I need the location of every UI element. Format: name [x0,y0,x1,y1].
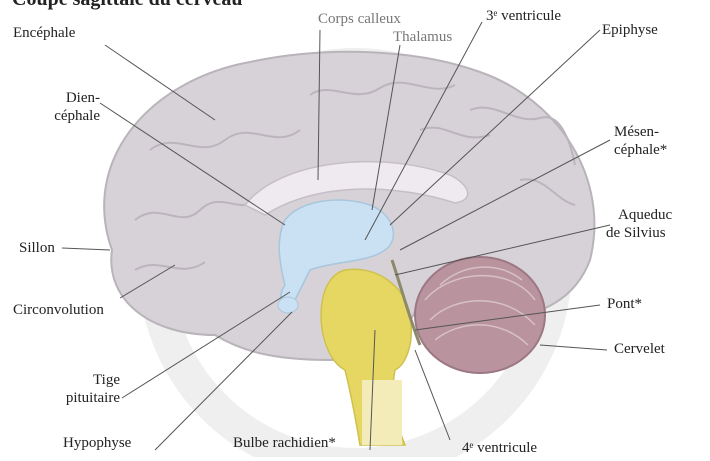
spinal-cord [362,380,402,445]
label-diencephale-2: céphale [40,108,100,125]
label-bulbe-rachidien: Bulbe rachidien* [233,435,336,452]
label-hypophyse: Hypophyse [63,435,131,452]
label-thalamus: Thalamus [393,29,452,46]
label-mesencephale-1: Mésen- [614,124,659,141]
label-pont: Pont* [607,296,642,313]
label-aqueduc-1: Aqueduc [618,207,672,224]
label-3e-ventricule: 3ᵉ ventricule [486,8,561,25]
label-aqueduc-2: de Silvius [606,225,666,242]
label-circonvolution: Circonvolution [13,302,104,319]
label-epiphyse: Epiphyse [602,22,658,39]
label-sillon: Sillon [19,240,55,257]
label-tige-1: Tige [60,372,120,389]
diagram-title: Coupe sagittale du cerveau [12,0,243,8]
label-tige-2: pituitaire [35,390,120,407]
label-encephale: Encéphale [13,25,75,42]
label-cervelet: Cervelet [614,341,665,358]
label-4e-ventricule: 4ᵉ ventricule [462,440,537,457]
label-corps-calleux: Corps calleux [318,11,401,28]
label-mesencephale-2: céphale* [614,142,667,159]
pituitary [278,297,298,313]
label-diencephale-1: Dien- [50,90,100,107]
